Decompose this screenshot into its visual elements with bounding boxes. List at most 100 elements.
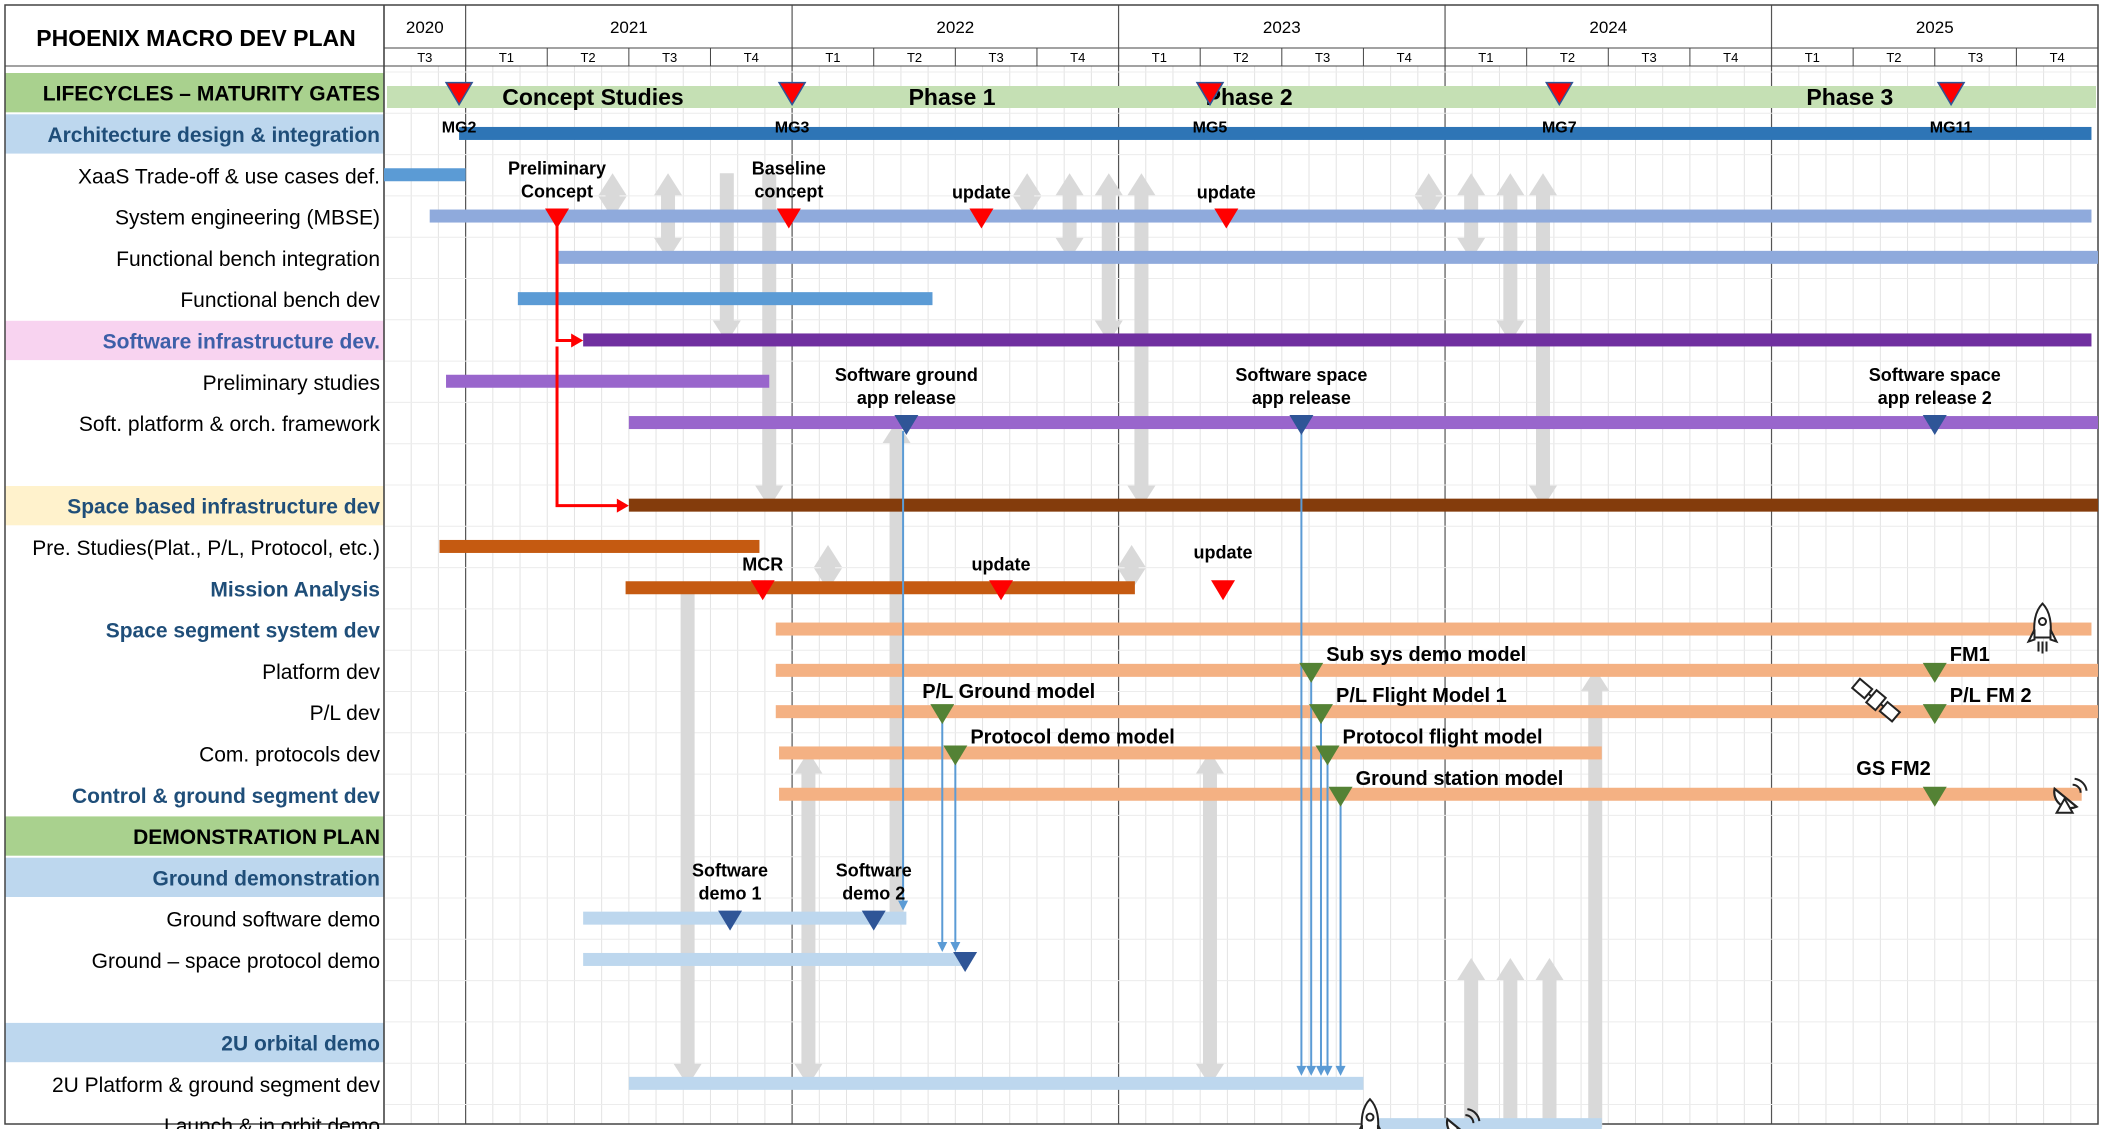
quarter-label: T2 — [1233, 50, 1248, 65]
gray-dependency-arrow — [1195, 751, 1224, 1086]
grid — [383, 5, 2099, 1124]
milestone-marker — [750, 580, 775, 601]
milestone-marker — [1922, 786, 1947, 807]
phase-label: Phase 3 — [1806, 84, 1893, 110]
task-bar — [384, 168, 466, 182]
quarter-label: T3 — [417, 50, 432, 65]
milestone-marker — [894, 415, 919, 436]
antenna-waves — [2072, 777, 2088, 793]
task-bar — [583, 333, 2092, 347]
milestone-label-line: app release — [857, 388, 956, 408]
milestone-label: P/L Flight Model 1 — [1336, 685, 1507, 707]
maturity-gate-marker — [444, 81, 474, 107]
milestone-marker — [718, 910, 743, 931]
row-header-bg — [5, 486, 384, 526]
phase-label: Phase 1 — [909, 84, 996, 110]
quarter-label: T4 — [1723, 50, 1738, 65]
maturity-gate-label: MG7 — [1542, 120, 1577, 137]
milestone-label: Sub sys demo model — [1326, 644, 1526, 666]
task-bar — [429, 209, 2092, 223]
red-link-line — [555, 222, 575, 342]
row-header-bg — [5, 114, 384, 154]
milestone-marker — [1214, 208, 1239, 229]
row-label: Functional bench dev — [180, 289, 380, 312]
row-header-bg — [5, 857, 384, 897]
year-label: 2022 — [936, 18, 974, 37]
task-bar — [446, 374, 770, 388]
task-bar — [628, 498, 2098, 512]
quarter-label: T4 — [744, 50, 759, 65]
maturity-gate-label: MG11 — [1930, 120, 1973, 137]
blue-link-arrowhead — [1296, 1065, 1307, 1076]
milestone-marker — [989, 580, 1014, 601]
milestone-marker — [861, 910, 886, 931]
quarter-label: T4 — [2050, 50, 2065, 65]
row-label: Ground software demo — [166, 909, 380, 932]
blue-link-arrowhead — [950, 941, 961, 952]
rocket-fins — [2026, 629, 2059, 644]
row-label: 2U orbital demo — [221, 1033, 380, 1056]
maturity-gate-label: MG3 — [775, 120, 810, 137]
milestone-label-line: Baseline — [752, 159, 826, 179]
milestone-label-line: Software ground — [835, 365, 978, 385]
gray-dependency-arrow — [1535, 957, 1564, 1128]
maturity-gate-marker — [777, 81, 807, 107]
red-link-line — [555, 346, 620, 508]
gray-dependency-arrow — [814, 544, 843, 591]
task-bar — [459, 126, 2092, 140]
milestone-marker — [1922, 662, 1947, 683]
maturity-gate-label: MG5 — [1193, 120, 1228, 137]
row-label: LIFECYCLES – MATURITY GATES — [43, 83, 380, 106]
row-label: Mission Analysis — [210, 578, 380, 601]
quarter-label: T2 — [907, 50, 922, 65]
milestone-label-line: Preliminary — [508, 159, 606, 179]
milestone-label: update — [1197, 183, 1256, 203]
satellite-arm — [1867, 692, 1885, 708]
row-header-bg — [5, 73, 384, 113]
milestone-label: FM1 — [1950, 644, 1990, 666]
milestone-marker — [969, 208, 994, 229]
rocket-body — [2033, 602, 2052, 639]
row-label: Software infrastructure dev. — [103, 330, 380, 353]
milestone-label: update — [1194, 542, 1253, 562]
gray-dependency-arrow — [1117, 544, 1146, 591]
milestone-label-line: demo 1 — [699, 884, 762, 904]
milestone-label: Software ground app release — [835, 365, 978, 408]
milestone-marker — [943, 745, 968, 766]
row-label: Pre. Studies(Plat., P/L, Protocol, etc.) — [32, 537, 380, 560]
row-label: Architecture design & integration — [47, 124, 380, 147]
quarter-label: T3 — [662, 50, 677, 65]
maturity-gate-marker — [1544, 81, 1574, 107]
row-label: Soft. platform & orch. framework — [79, 413, 381, 436]
antenna-stand — [2054, 796, 2075, 814]
rocket-window — [2037, 617, 2047, 627]
task-bar — [583, 952, 966, 966]
rocket-window — [1365, 1112, 1375, 1122]
milestone-label-line: app release — [1252, 388, 1351, 408]
gray-dependency-arrow — [598, 173, 627, 219]
task-bar — [775, 663, 2098, 677]
row-label: Ground demonstration — [153, 867, 381, 890]
milestone-marker — [776, 208, 801, 229]
milestone-label-line: Software space — [1869, 365, 2001, 385]
milestone-label-line: app release 2 — [1878, 388, 1992, 408]
red-link-arrowhead — [571, 333, 584, 348]
task-bar — [625, 581, 1135, 595]
row-label: System engineering (MBSE) — [115, 207, 380, 230]
quarter-label: T3 — [989, 50, 1004, 65]
row-label: 2U Platform & ground segment dev — [52, 1074, 381, 1097]
gray-dependency-arrow — [1496, 957, 1525, 1128]
row-header-bg — [5, 1022, 384, 1063]
milestone-label: GS FM2 — [1856, 758, 1930, 780]
row-label: DEMONSTRATION PLAN — [133, 826, 380, 849]
row-label: Com. protocols dev — [199, 743, 380, 766]
task-bar — [779, 746, 1602, 760]
ground-antenna-icon — [2053, 777, 2088, 814]
milestone-marker — [1922, 415, 1947, 436]
row-label: Platform dev — [262, 661, 380, 684]
milestone-label-line: Software space — [1235, 365, 1367, 385]
quarter-label: T3 — [1968, 50, 1983, 65]
milestone-label-line: Concept — [521, 182, 593, 202]
